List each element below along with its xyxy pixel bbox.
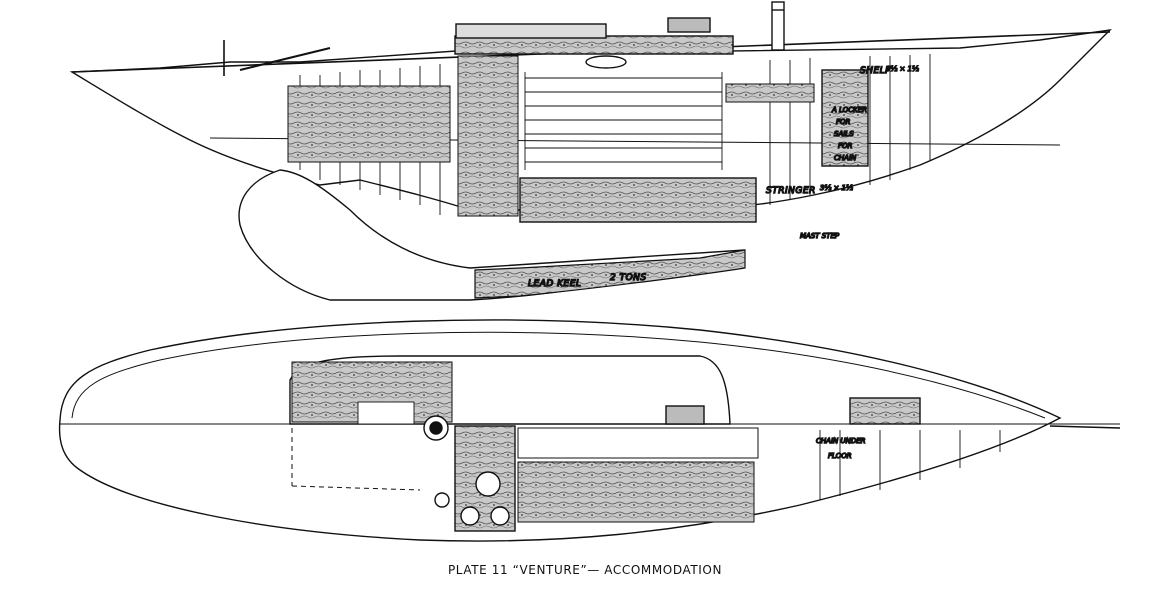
plan-view: CHAIN UNDER FLOOR [58, 319, 1121, 542]
plan-stove [475, 471, 501, 497]
keel-weight-label: 2 TONS [610, 273, 647, 283]
plan-port-1 [460, 506, 480, 526]
svg-text:SAILS: SAILS [834, 130, 854, 138]
galley-bulkhead [457, 55, 519, 217]
profile-view: SHELF 3½ × 1½ STRINGER 3½ × 1½ MAST STEP… [69, 1, 1112, 301]
stringer-size-label: 3½ × 1½ [820, 184, 853, 192]
plan-deck-edge [71, 331, 1046, 419]
plan-hatch [665, 405, 705, 425]
hatch-forward [667, 17, 711, 33]
svg-text:FOR: FOR [836, 118, 851, 126]
plan-boom [1049, 425, 1121, 429]
svg-text:FOR: FOR [838, 142, 853, 150]
plan-grating [357, 401, 415, 425]
mast [771, 1, 785, 51]
plan-port-3 [434, 492, 450, 508]
skylight [585, 55, 627, 69]
shelf-label: SHELF [860, 66, 891, 76]
plate-caption: PLATE 11 “VENTURE”— ACCOMMODATION [447, 563, 723, 577]
plan-forward-locker [849, 397, 921, 425]
shelf [725, 83, 815, 103]
svg-text:A LOCKER: A LOCKER [831, 106, 867, 114]
plan-table [517, 427, 759, 459]
settee-base [519, 177, 757, 223]
chain-under-label: CHAIN UNDER [816, 437, 866, 445]
tiller [239, 47, 331, 71]
cabin-top [454, 35, 734, 55]
svg-text:CHAIN: CHAIN [834, 154, 857, 162]
lead-keel-label: LEAD KEEL [528, 279, 581, 289]
hatch-aft [455, 23, 607, 39]
lead-keel [474, 249, 746, 299]
floor-label: FLOOR [828, 452, 852, 460]
mast-step-label: MAST STEP [800, 232, 840, 240]
sail-locker [821, 69, 869, 167]
stringer-label: STRINGER [766, 186, 816, 196]
plan-settee [517, 461, 755, 523]
locker-labels: A LOCKER FOR SAILS FOR CHAIN [830, 105, 868, 162]
shelf-size-label: 3½ × 1½ [886, 65, 919, 73]
aft-lockers [287, 85, 451, 163]
settee-slats [524, 72, 723, 170]
plan-frames [819, 430, 1001, 500]
plan-port-2 [490, 506, 510, 526]
